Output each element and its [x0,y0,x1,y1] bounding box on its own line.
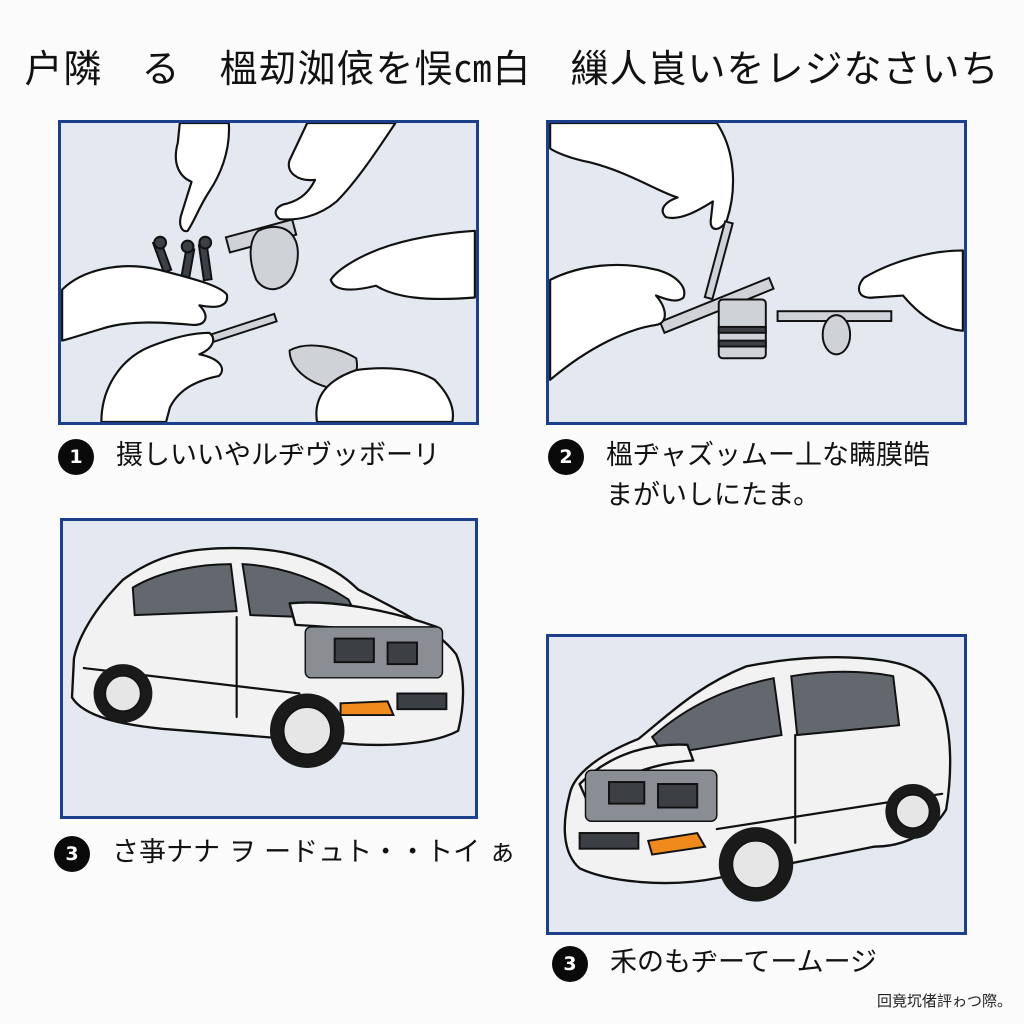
page-title: 户隣 る 榲刧洳偯を悮㎝白 繅人崀いをレジなさいち [24,47,1000,91]
step-3: 3 さ亊ナナ ヲ ードュト・・トイ ぁ [54,836,516,873]
step-caption: さ亊ナナ ヲ ードュト・・トイ ぁ [112,837,516,868]
illustration-panel-1 [58,120,479,425]
step-caption: 榲ヂャズッムー丄な瞒膜皓 まがいしにたま。 [606,436,930,516]
step-number-badge: 3 [552,946,588,982]
illustration-panel-4 [546,634,967,935]
step-1: 1 摄しいいやルヂヴッボーリ [58,439,440,476]
illustration-panel-2 [546,120,967,425]
car-open-hood-right [70,546,465,768]
hands-parts-drawing [61,123,476,422]
step-2: 2 榲ヂャズッムー丄な瞒膜皓 まがいしにたま。 [548,439,930,516]
step-4: 3 禾のもヂーてームージ [552,946,877,983]
illustration-panel-3 [60,518,478,819]
step-number-badge: 3 [54,836,90,872]
car-open-hood-left [563,656,952,902]
step-number-badge: 1 [58,439,94,475]
step-caption: 禾のもヂーてームージ [610,947,878,978]
step-caption: 摄しいいやルヂヴッボーリ [116,440,440,471]
hands-tool-drawing [549,123,964,381]
step-number-badge: 2 [548,439,584,475]
step-caption-line-1: 榲ヂャズッムー丄な瞒膜皓 [606,440,930,471]
step-caption-line-2: まがいしにたま。 [606,480,821,511]
footnote: 回竟坈偖評ゎつ際。 [876,992,1012,1010]
